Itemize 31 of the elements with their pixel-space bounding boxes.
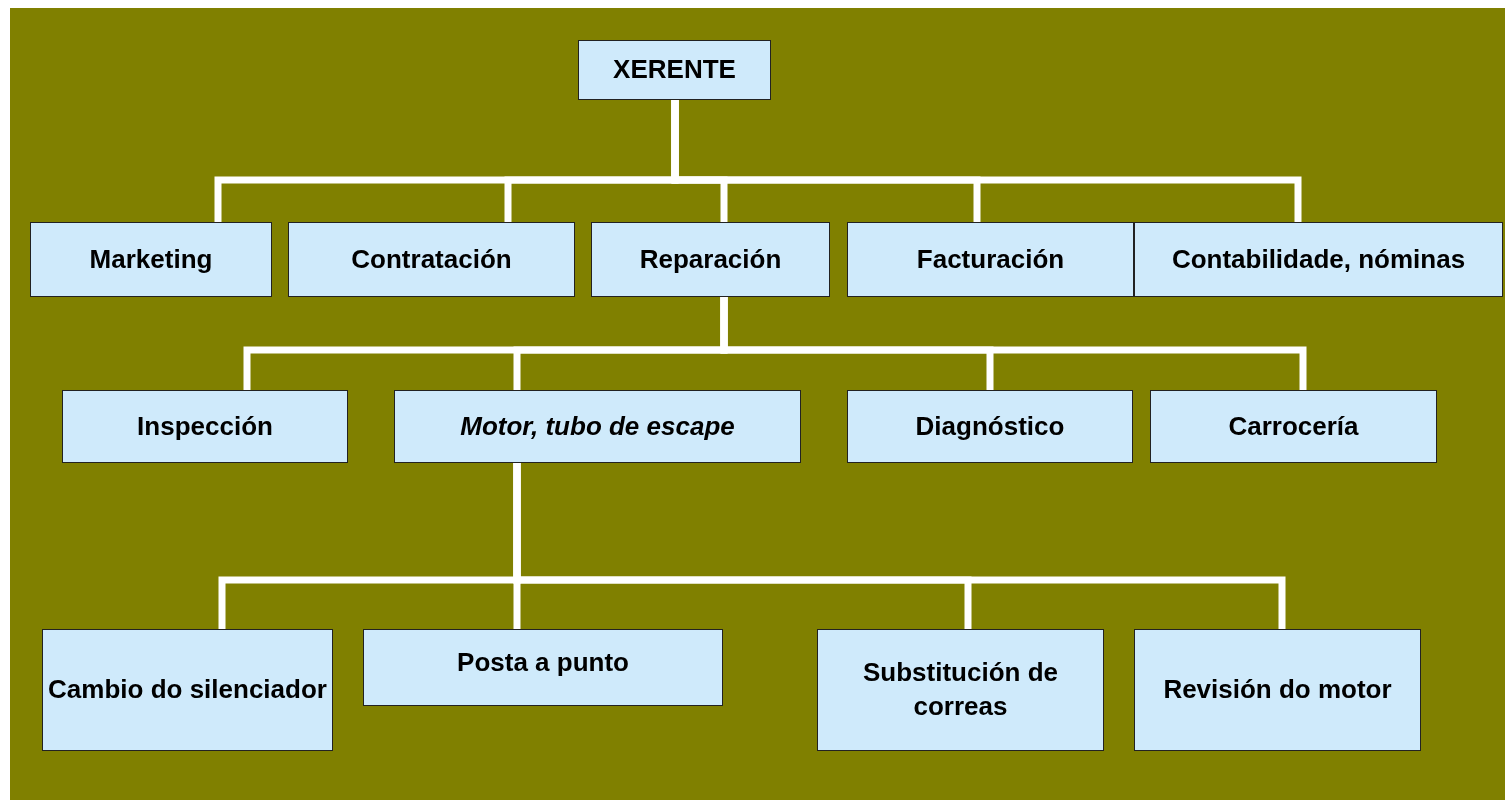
box-label: Reparación — [639, 242, 782, 276]
box-label: Inspección — [137, 409, 273, 443]
org-box — [288, 222, 575, 297]
box-label: Carrocería — [1228, 409, 1359, 443]
box-label: Contabilidade, nóminas — [1171, 242, 1466, 276]
org-box — [363, 629, 723, 706]
box-label: Contratación — [351, 242, 512, 276]
connector-line — [513, 463, 1286, 629]
connector-line — [720, 297, 1307, 390]
box-label: Motor, tubo de escape — [460, 409, 735, 443]
org-box — [817, 629, 1104, 751]
box-label: XERENTE — [613, 53, 736, 87]
org-box — [1134, 222, 1503, 297]
box-label: Facturación — [916, 242, 1065, 276]
box-label: Revisión do motor — [1163, 673, 1392, 707]
org-box — [1150, 390, 1437, 463]
org-box — [1134, 629, 1421, 751]
org-box — [578, 40, 771, 100]
org-box — [847, 222, 1134, 297]
org-box — [847, 390, 1133, 463]
box-label: Diagnóstico — [915, 409, 1065, 443]
org-box — [591, 222, 830, 297]
box-label: Posta a punto — [457, 646, 629, 679]
box-label: Cambio do silenciador — [48, 673, 327, 707]
box-label: Substitución de correas — [862, 656, 1059, 723]
box-label: Marketing — [89, 242, 213, 276]
connector-line — [671, 100, 1302, 222]
org-box — [42, 629, 333, 751]
org-box — [30, 222, 272, 297]
org-box — [394, 390, 801, 463]
org-box — [62, 390, 348, 463]
